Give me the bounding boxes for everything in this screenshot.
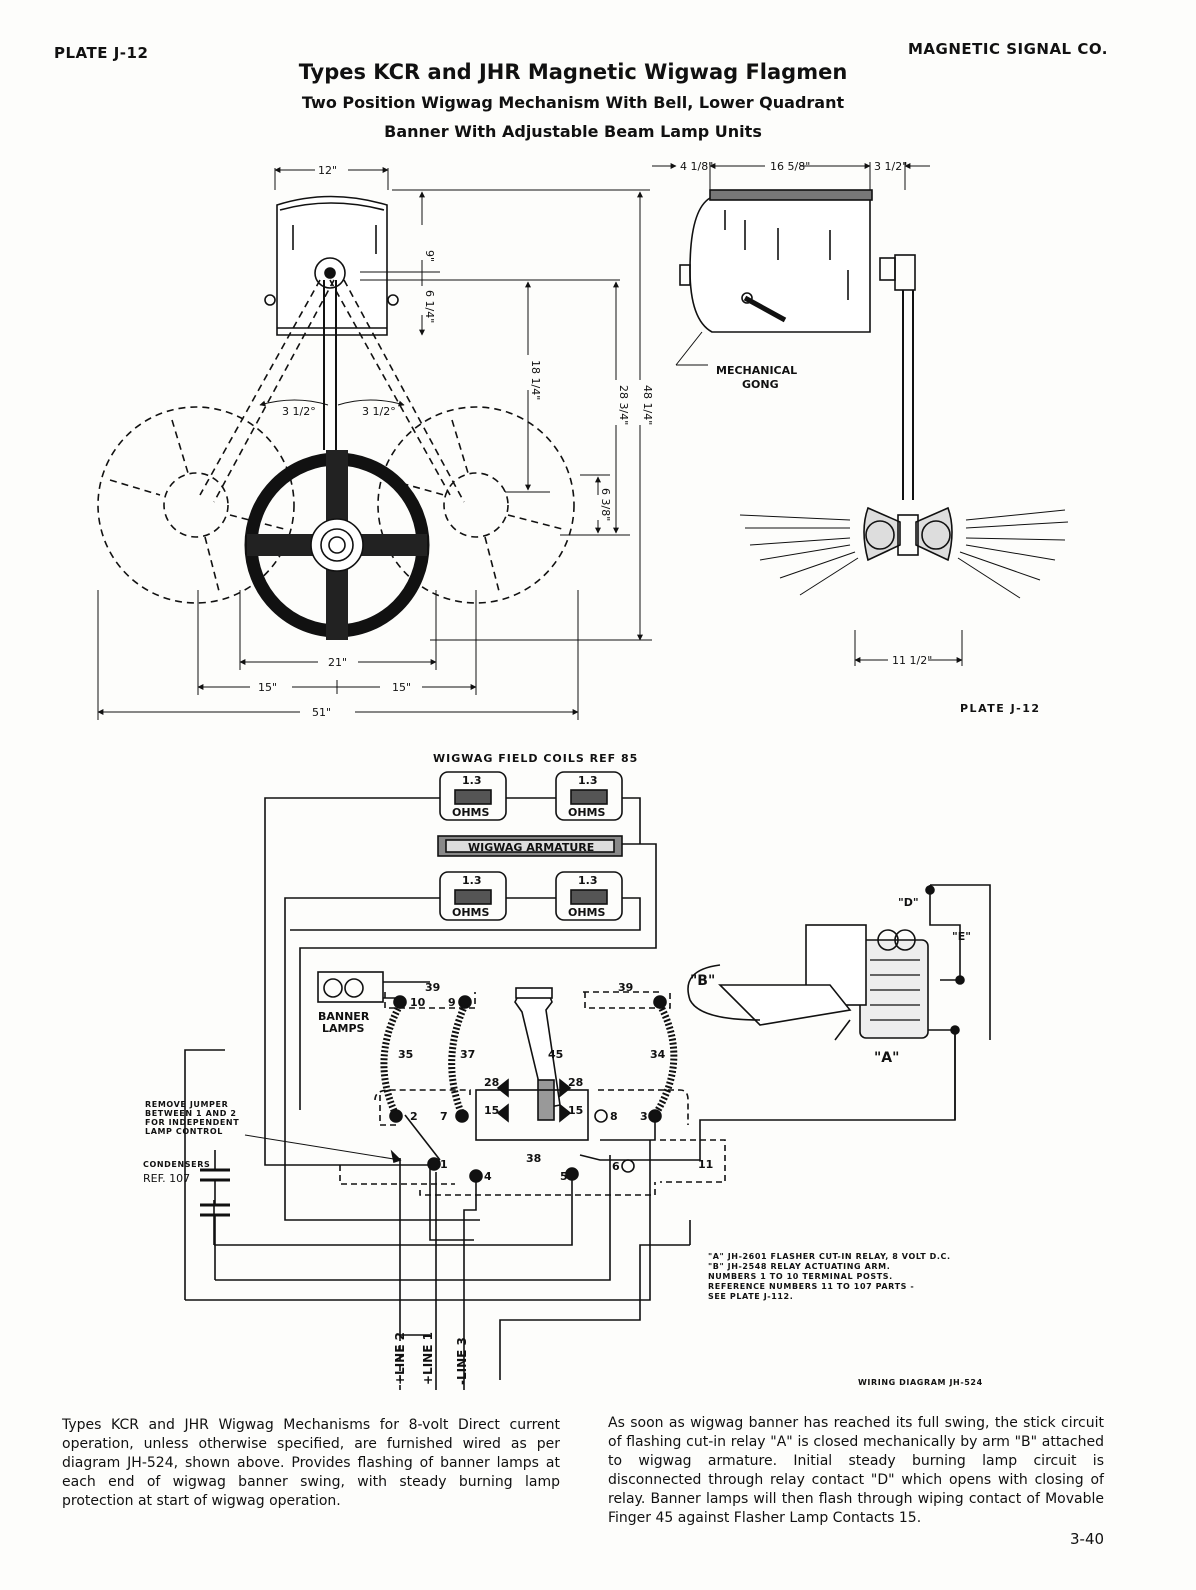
terminal-10: 10	[410, 996, 426, 1009]
ref-39-right: 39	[618, 981, 633, 994]
dim-angle-right: 3 1/2°	[362, 405, 396, 418]
line-3-label: -LINE 3	[455, 1337, 469, 1385]
gong-label-1: MECHANICAL	[716, 364, 797, 377]
line-2-label: +LINE 2	[393, 1332, 407, 1385]
terminal-3: 3	[640, 1110, 648, 1123]
description-right: As soon as wigwag banner has reached its…	[608, 1415, 1104, 1526]
legend-line-3: NUMBERS 1 TO 10 TERMINAL POSTS.	[708, 1272, 893, 1281]
wiring-diagram: WIGWAG FIELD COILS REF 85 1.3 1.3 1.3 1.…	[143, 752, 991, 1390]
line-1-label: +LINE 1	[421, 1332, 435, 1385]
relay-a-label: "A"	[874, 1050, 899, 1066]
dim-15-left: 15"	[258, 681, 277, 694]
legend-line-2: "B" JH-2548 RELAY ACTUATING ARM.	[708, 1262, 890, 1271]
subtitle-line-1: Two Position Wigwag Mechanism With Bell,…	[301, 93, 845, 112]
legend-line-5: SEE PLATE J-112.	[708, 1292, 793, 1301]
mechanism-drawing: 12" 9" 6 1/4" 18 1/4" 28 3/4" 48 1/4" 6 …	[97, 160, 1069, 720]
ref-39-left: 39	[425, 981, 440, 994]
ref-34: 34	[650, 1048, 666, 1061]
coil-1-unit: OHMS	[452, 806, 490, 819]
terminal-1: 1	[440, 1158, 448, 1171]
dim-21: 21"	[328, 656, 347, 669]
description-left: Types KCR and JHR Wigwag Mechanisms for …	[62, 1417, 560, 1509]
ref-45: 45	[548, 1048, 563, 1061]
dim-16: 16 5/8"	[770, 160, 810, 173]
relay-d-label: "D"	[898, 896, 919, 909]
jumper-note-4: LAMP CONTROL	[145, 1127, 223, 1136]
company-name: MAGNETIC SIGNAL CO.	[908, 40, 1108, 58]
dim-51: 51"	[312, 706, 331, 719]
housing-front	[276, 195, 388, 336]
terminal-7: 7	[440, 1110, 448, 1123]
ref-15-right: 15	[568, 1104, 583, 1117]
page-number: 3-40	[1070, 1530, 1105, 1548]
dim-9: 9"	[423, 250, 436, 262]
banner-lamps-label-2: LAMPS	[322, 1022, 365, 1035]
legend-line-1: "A" JH-2601 FLASHER CUT-IN RELAY, 8 VOLT…	[708, 1252, 951, 1261]
ref-38: 38	[526, 1152, 541, 1165]
dim-15-right: 15"	[392, 681, 411, 694]
terminal-9: 9	[448, 996, 456, 1009]
coil-2-unit: OHMS	[568, 806, 606, 819]
jumper-note-3: FOR INDEPENDENT	[145, 1118, 239, 1127]
coil-3-unit: OHMS	[452, 906, 490, 919]
plate-label-left: PLATE J-12	[54, 44, 149, 62]
dim-11: 11 1/2"	[892, 654, 932, 667]
subtitle-line-2: Banner With Adjustable Beam Lamp Units	[384, 122, 762, 141]
coil-1-value: 1.3	[462, 774, 482, 787]
terminal-6: 6	[612, 1160, 620, 1173]
terminal-11: 11	[698, 1158, 713, 1171]
gong-label-2: GONG	[742, 378, 779, 391]
terminal-8: 8	[610, 1110, 618, 1123]
coil-4-unit: OHMS	[568, 906, 606, 919]
dim-3: 3 1/2"	[874, 160, 907, 173]
terminal-5: 5	[560, 1170, 568, 1183]
dim-6q: 6 1/4"	[423, 290, 436, 323]
ref-35: 35	[398, 1048, 413, 1061]
relay-b-label: "B"	[690, 973, 715, 989]
dim-6: 6 3/8"	[599, 488, 612, 521]
banner-lamps-label-1: BANNER	[318, 1010, 370, 1023]
ref-28-right: 28	[568, 1076, 583, 1089]
dim-28: 28 3/4"	[617, 385, 630, 425]
terminal-4: 4	[484, 1170, 492, 1183]
dim-angle-left: 3 1/2°	[282, 405, 316, 418]
coil-4-value: 1.3	[578, 874, 598, 887]
condensers-ref: REF. 107	[143, 1172, 190, 1185]
relay-e-label: "E"	[952, 930, 971, 943]
ref-37: 37	[460, 1048, 475, 1061]
terminal-2: 2	[410, 1110, 418, 1123]
dim-12: 12"	[318, 164, 337, 177]
ref-28-left: 28	[484, 1076, 499, 1089]
plate-label-drawing: PLATE J-12	[960, 702, 1041, 715]
condensers-label: CONDENSERS	[143, 1160, 210, 1169]
ref-15-left: 15	[484, 1104, 499, 1117]
field-coils-title: WIGWAG FIELD COILS REF 85	[433, 752, 638, 765]
page-title: Types KCR and JHR Magnetic Wigwag Flagme…	[298, 60, 848, 84]
armature-label: WIGWAG ARMATURE	[468, 841, 594, 854]
dim-4: 4 1/8"	[680, 160, 713, 173]
housing-side	[689, 197, 871, 333]
coil-2-value: 1.3	[578, 774, 598, 787]
dim-18q: 18 1/4"	[529, 360, 542, 400]
jumper-note-1: REMOVE JUMPER	[145, 1100, 228, 1109]
dim-48: 48 1/4"	[641, 385, 654, 425]
diagram-label: WIRING DIAGRAM JH-524	[858, 1378, 983, 1387]
coil-3-value: 1.3	[462, 874, 482, 887]
legend-line-4: REFERENCE NUMBERS 11 TO 107 PARTS -	[708, 1282, 914, 1291]
jumper-note-2: BETWEEN 1 AND 2	[145, 1109, 236, 1118]
